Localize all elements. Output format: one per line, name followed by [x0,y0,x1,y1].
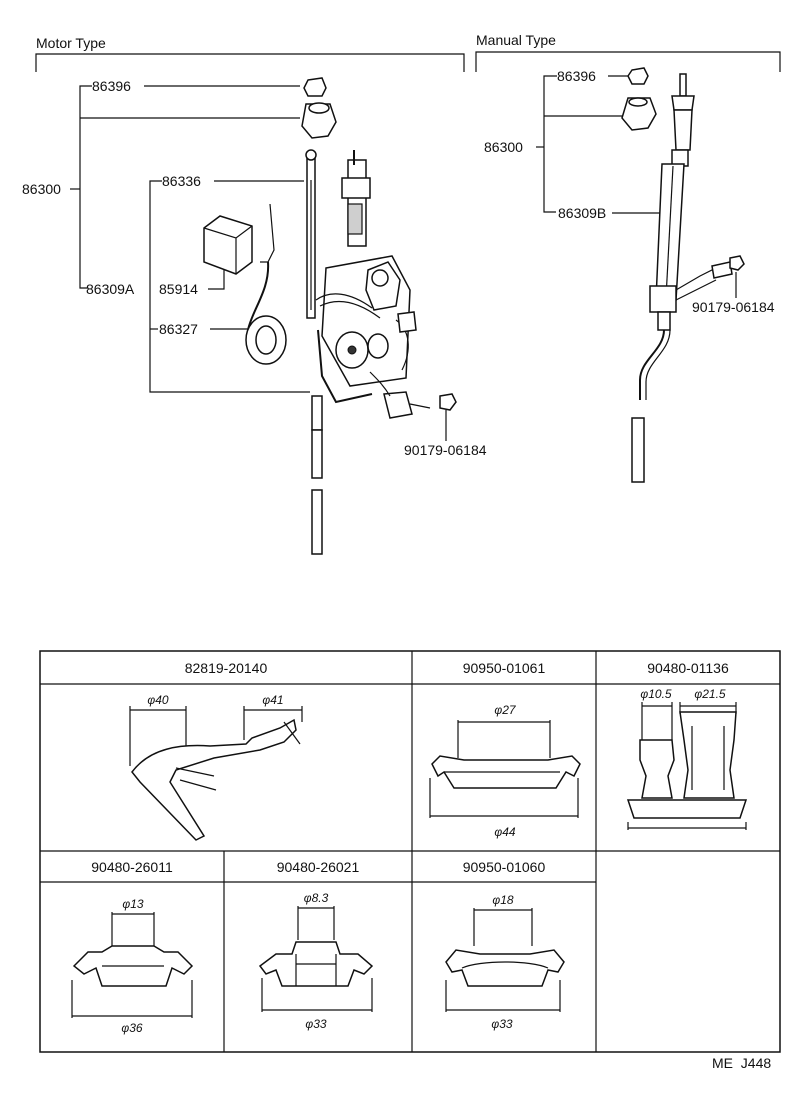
callout-86309A: 86309A [86,281,135,297]
drain-tube-icon [311,429,323,479]
part-table [39,650,781,1053]
clip-90480-26021-drawing [258,906,374,1012]
grommet-90950-01060-drawing [445,908,565,1012]
figure-code: ME J448 [712,1055,771,1071]
callout-86309B: 86309B [558,205,606,221]
part-number-90950-01060: 90950-01060 [463,859,546,875]
part-number-90480-01136: 90480-01136 [647,660,729,676]
callout-86396-manual: 86396 [557,68,596,84]
dim-phi8-3: φ8.3 [304,891,329,905]
motor-antenna-assembly [203,77,457,555]
manual-antenna-assembly [621,67,745,483]
clip-90480-01136-drawing [626,702,748,830]
part-number-90480-26011: 90480-26011 [91,859,173,875]
dim-phi40: φ40 [147,693,169,707]
callout-86300-manual: 86300 [484,139,523,155]
callout-86327: 86327 [159,321,198,337]
dim-phi36: φ36 [121,1021,143,1035]
clip-82819-drawing [129,706,303,841]
dim-phi33-b: φ33 [491,1017,513,1031]
callout-86396: 86396 [92,78,131,94]
motor-type-bracket [35,53,465,72]
dim-phi44: φ44 [494,825,516,839]
part-number-90950-01061: 90950-01061 [463,660,546,676]
grommet-90950-01061-drawing [429,720,581,818]
clip-90480-26011-drawing [71,912,194,1018]
dim-phi41: φ41 [262,693,283,707]
part-number-90480-26021: 90480-26021 [277,859,360,875]
dim-phi10-5: φ10.5 [640,687,672,701]
part-number-82819-20140: 82819-20140 [185,660,268,676]
nut-icon [303,77,327,97]
connector-icon [383,391,413,419]
dim-phi27: φ27 [494,703,517,717]
manual-callouts: 86396 86300 86309B 90179-06184 [484,68,775,315]
motor-callouts: 86396 86300 86336 86309A 85914 86327 901… [22,78,487,458]
dim-phi13: φ13 [122,897,144,911]
dim-phi21-5: φ21.5 [694,687,726,701]
dim-phi18: φ18 [492,893,514,907]
bezel-icon [301,103,337,139]
dim-phi33-a: φ33 [305,1017,327,1031]
manual-type-header: Manual Type [476,32,556,48]
manual-type-bracket [475,51,781,72]
callout-90179-manual: 90179-06184 [692,299,775,315]
callout-85914: 85914 [159,281,198,297]
relay-box-icon [203,215,253,275]
callout-86300: 86300 [22,181,61,197]
callout-90179-motor: 90179-06184 [404,442,487,458]
callout-86336: 86336 [162,173,201,189]
motor-type-header: Motor Type [36,35,106,51]
